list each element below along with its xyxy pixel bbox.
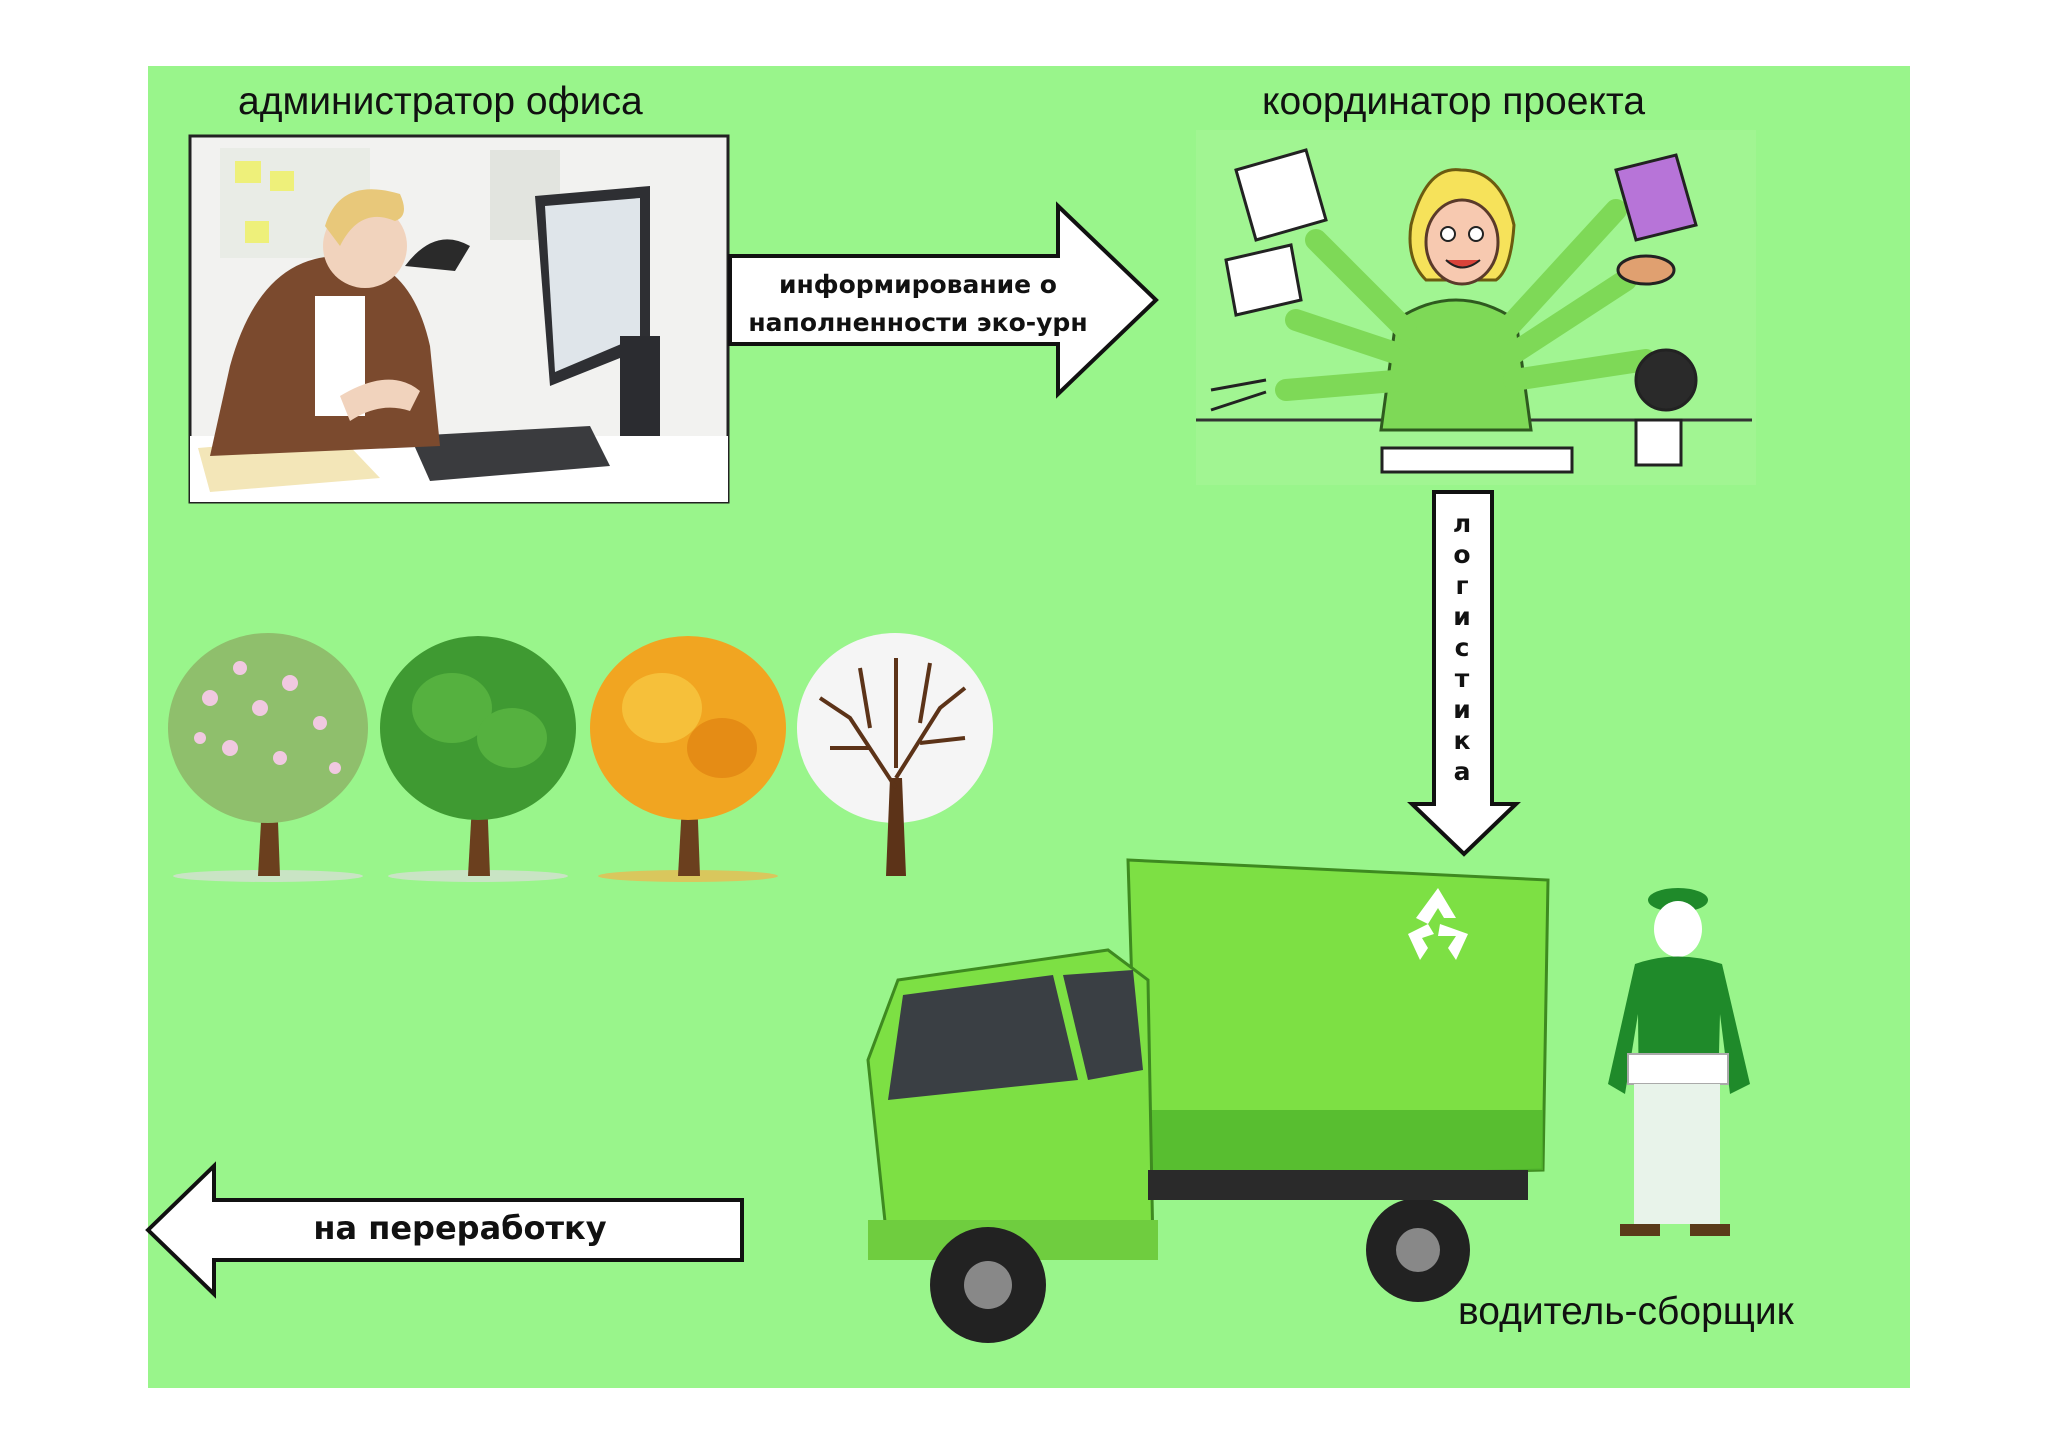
driver-label: водитель-сборщик — [1458, 1290, 1794, 1333]
office-worker-photo — [188, 134, 730, 504]
multitasking-coordinator-illustration — [1196, 130, 1756, 485]
driver-collector-figure — [1608, 888, 1750, 1236]
logistics-arrow — [1407, 490, 1521, 857]
recycling-arrow — [145, 1161, 744, 1299]
inform-arrow-text: информирование о наполненности эко-урн — [748, 270, 1088, 337]
office-admin-label: администратор офиса — [238, 80, 643, 123]
green-truck-illustration — [866, 858, 1550, 1343]
blossom-tree-icon — [168, 633, 368, 882]
summer-tree-icon — [380, 636, 576, 882]
inform-arrow — [728, 201, 1159, 399]
autumn-tree-icon — [590, 636, 786, 882]
logistics-arrow-text: л о г и с т и к а — [1452, 509, 1472, 786]
coordinator-label: координатор проекта — [1262, 80, 1646, 123]
recycling-arrow-text: на переработку — [313, 1209, 607, 1247]
recycle-icon — [1408, 888, 1468, 960]
winter-tree-icon — [797, 633, 993, 876]
